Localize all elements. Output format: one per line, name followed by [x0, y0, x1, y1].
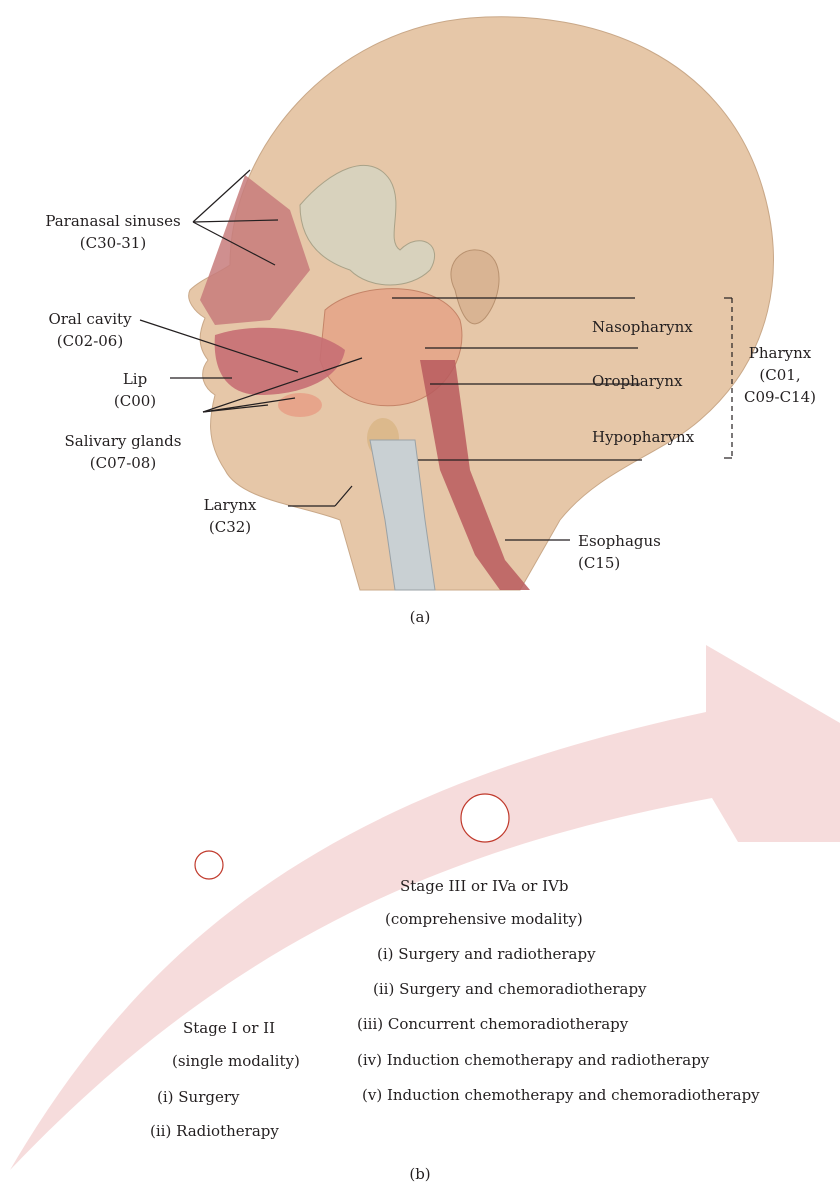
hypopharynx-label: Hypopharynx — [592, 428, 694, 446]
oropharynx-label: Oropharynx — [592, 372, 682, 390]
esophagus-code: (C15) — [578, 554, 661, 572]
stage-advanced-marker-icon — [461, 794, 509, 842]
stage-advanced-item: (i) Surgery and radiotherapy — [377, 945, 596, 963]
stage-early-item: (ii) Radiotherapy — [150, 1122, 279, 1140]
lip-name: Lip — [100, 370, 170, 388]
nasopharynx-label: Nasopharynx — [592, 318, 693, 336]
oral-cavity-name: Oral cavity — [25, 310, 155, 328]
stage-advanced-title: Stage III or IVa or IVb — [400, 877, 568, 895]
lip-label: Lip (C00) — [100, 370, 170, 410]
stage-early-subtitle: (single modality) — [172, 1052, 300, 1070]
larynx-name: Larynx — [180, 496, 280, 514]
esophagus-label: Esophagus (C15) — [578, 532, 661, 572]
pharynx-label: Pharynx (C01, C09-C14) — [735, 344, 825, 406]
stage-advanced-item: (ii) Surgery and chemoradiotherapy — [373, 980, 647, 998]
larynx-code: (C32) — [180, 518, 280, 536]
paranasal-sinuses-label: Paranasal sinuses (C30-31) — [28, 212, 198, 252]
oral-cavity-label: Oral cavity (C02-06) — [25, 310, 155, 350]
salivary-glands-name: Salivary glands — [48, 432, 198, 450]
stage-advanced-subtitle: (comprehensive modality) — [385, 910, 583, 928]
pharynx-code-2: C09-C14) — [735, 388, 825, 406]
stage-advanced-item: (iv) Induction chemotherapy and radiothe… — [357, 1051, 709, 1069]
paranasal-sinuses-code: (C30-31) — [28, 234, 198, 252]
stage-advanced-item: (v) Induction chemotherapy and chemoradi… — [362, 1086, 760, 1104]
salivary-glands-code: (C07-08) — [48, 454, 198, 472]
caption-b: (b) — [395, 1165, 445, 1183]
stage-advanced-item: (iii) Concurrent chemoradiotherapy — [357, 1015, 628, 1033]
stage-early-title: Stage I or II — [183, 1019, 275, 1037]
salivary-glands-label: Salivary glands (C07-08) — [48, 432, 198, 472]
stage-early-item: (i) Surgery — [157, 1088, 240, 1106]
paranasal-sinuses-name: Paranasal sinuses — [28, 212, 198, 230]
pharynx-name: Pharynx — [735, 344, 825, 362]
lip-code: (C00) — [100, 392, 170, 410]
larynx-label: Larynx (C32) — [180, 496, 280, 536]
caption-a: (a) — [395, 608, 445, 626]
oral-cavity-code: (C02-06) — [25, 332, 155, 350]
stage-early-marker-icon — [195, 851, 223, 879]
pharynx-code-1: (C01, — [735, 366, 825, 384]
esophagus-name: Esophagus — [578, 532, 661, 550]
